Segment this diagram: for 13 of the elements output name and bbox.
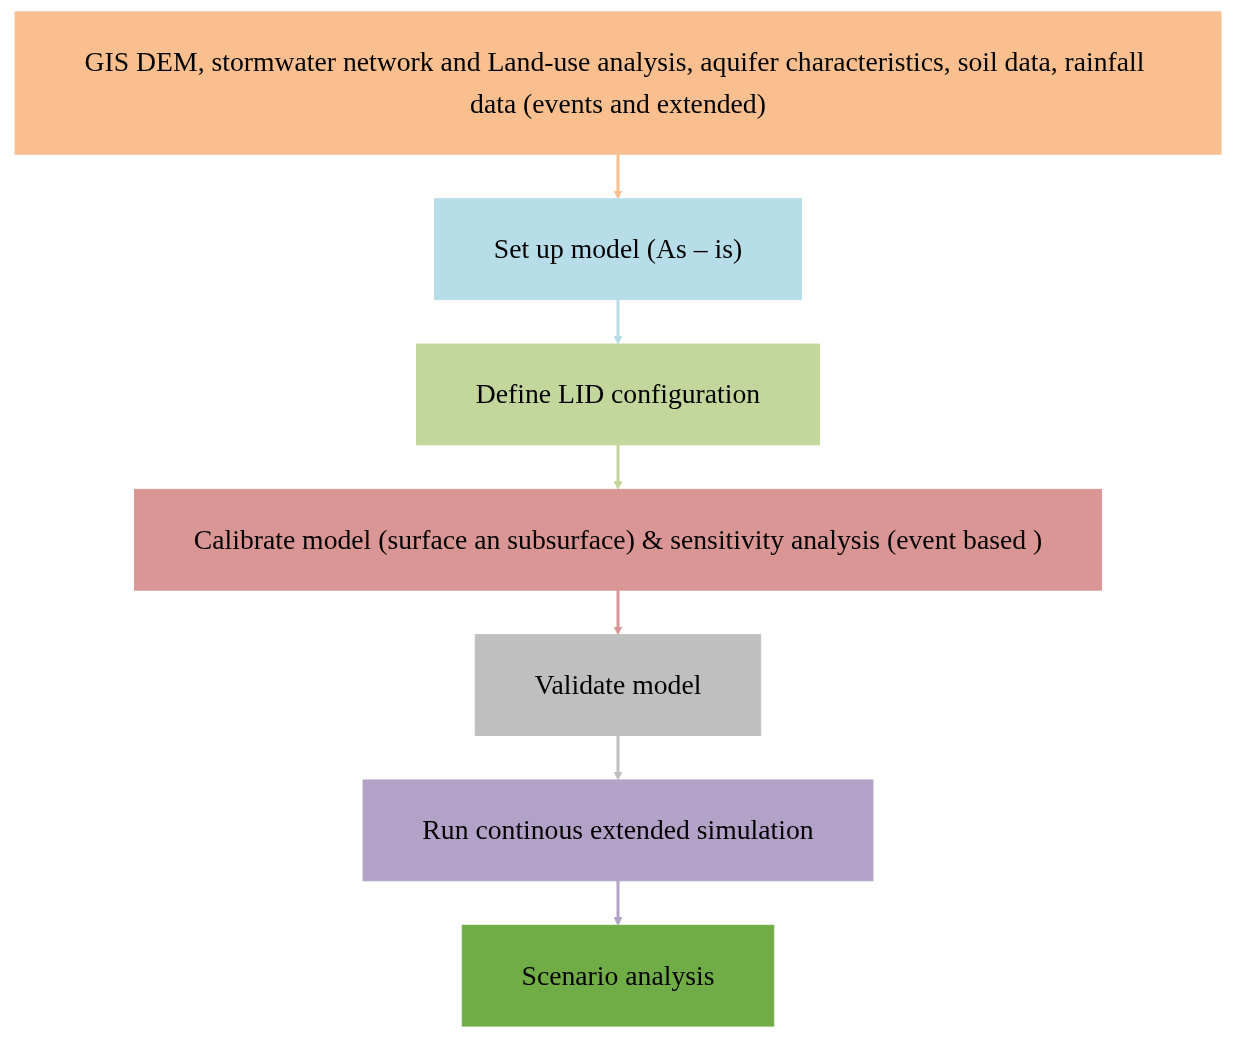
- node-box: Calibrate model (surface an subsurface) & sensitivity analysis (event based ): [133, 488, 1103, 591]
- node-box: Set up model (As – is): [434, 198, 802, 301]
- arrow: [613, 880, 623, 926]
- node-box: Validate model: [474, 634, 762, 736]
- node-box: GIS DEM, stormwater network and Land-use analysis, aquifer characteristics, soil data, rainfall data (events and extended): [14, 11, 1222, 155]
- node-box: Define LID configuration: [416, 343, 820, 446]
- node-box: Scenario analysis: [461, 924, 775, 1027]
- arrow: [613, 735, 623, 781]
- arrow: [613, 299, 623, 345]
- arrow: [613, 444, 623, 490]
- arrow: [613, 590, 623, 636]
- arrow: [613, 154, 623, 200]
- node-box: Run continous extended simulation: [362, 779, 874, 882]
